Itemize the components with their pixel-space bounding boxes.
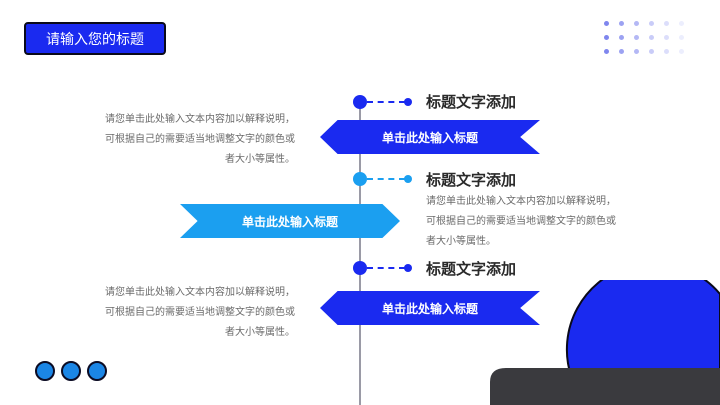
grid-dot xyxy=(649,49,654,54)
item-description-2: 请您单击此处输入文本内容加以解释说明，可根据自己的需要适当地调整文字的颜色或者大… xyxy=(426,196,616,247)
connector-line-2 xyxy=(367,178,405,180)
connector-line-1 xyxy=(367,101,405,103)
connector-dot-2 xyxy=(404,175,412,183)
grid-dot xyxy=(664,21,669,26)
grid-dot xyxy=(649,35,654,40)
grid-dot xyxy=(619,49,624,54)
dark-bar-shape xyxy=(490,368,720,405)
decorative-circle-2 xyxy=(61,361,81,381)
slide-title[interactable]: 请输入您的标题 xyxy=(24,22,166,55)
grid-dot xyxy=(649,21,654,26)
item-heading-3: 标题文字添加 xyxy=(426,260,517,278)
timeline-axis xyxy=(359,100,361,405)
item-heading-2: 标题文字添加 xyxy=(426,171,517,189)
timeline-node-3 xyxy=(353,261,367,275)
grid-dot xyxy=(604,49,609,54)
ribbon-button-2[interactable]: 单击此处输入标题 xyxy=(180,204,400,238)
connector-dot-1 xyxy=(404,98,412,106)
timeline-node-2 xyxy=(353,172,367,186)
grid-dot xyxy=(634,21,639,26)
grid-dot xyxy=(679,21,684,26)
grid-dot xyxy=(619,21,624,26)
grid-dot xyxy=(634,49,639,54)
decorative-circle-3 xyxy=(87,361,107,381)
grid-dot xyxy=(679,49,684,54)
grid-dot xyxy=(664,49,669,54)
ribbon-button-3[interactable]: 单击此处输入标题 xyxy=(320,291,540,325)
grid-dot xyxy=(664,35,669,40)
connector-line-3 xyxy=(367,267,405,269)
grid-dot xyxy=(604,21,609,26)
item-heading-1: 标题文字添加 xyxy=(426,93,517,111)
timeline-node-1 xyxy=(353,95,367,109)
item-description-1: 请您单击此处输入文本内容加以解释说明，可根据自己的需要适当地调整文字的颜色或者大… xyxy=(105,114,295,165)
decorative-dot-grid xyxy=(604,21,684,54)
connector-dot-3 xyxy=(404,264,412,272)
ribbon-button-1[interactable]: 单击此处输入标题 xyxy=(320,120,540,154)
grid-dot xyxy=(619,35,624,40)
item-description-3: 请您单击此处输入文本内容加以解释说明，可根据自己的需要适当地调整文字的颜色或者大… xyxy=(105,287,295,338)
decorative-corner-shapes xyxy=(490,280,720,405)
grid-dot xyxy=(604,35,609,40)
grid-dot xyxy=(634,35,639,40)
grid-dot xyxy=(679,35,684,40)
decorative-circle-1 xyxy=(35,361,55,381)
